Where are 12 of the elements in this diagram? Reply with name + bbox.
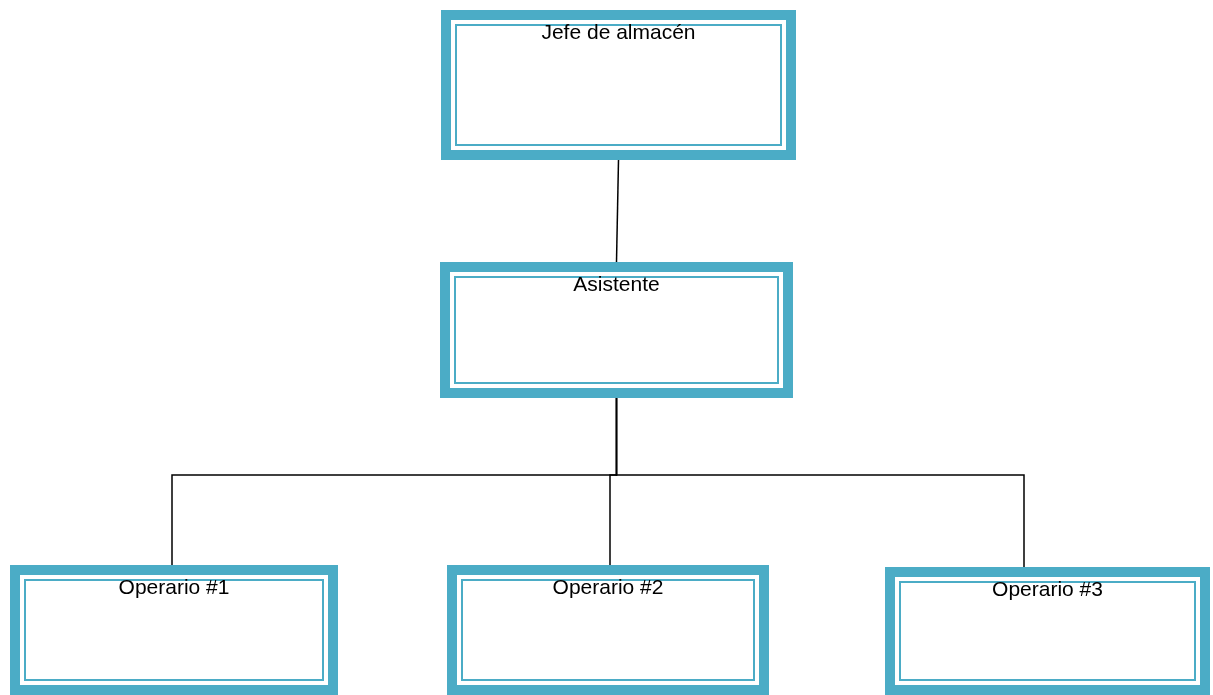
position-box (885, 567, 1210, 695)
position-box (447, 565, 769, 695)
position-title: Asistente (573, 272, 660, 296)
position-box (440, 262, 793, 398)
connector-line (615, 159, 620, 263)
connector-line (615, 397, 1025, 568)
position-box (10, 565, 338, 695)
position-title: Jefe de almacén (541, 20, 696, 44)
position-title: Operario #3 (992, 577, 1103, 601)
position-title: Operario #2 (552, 575, 664, 599)
position-title: Operario #1 (118, 575, 230, 599)
position-box (441, 10, 796, 160)
